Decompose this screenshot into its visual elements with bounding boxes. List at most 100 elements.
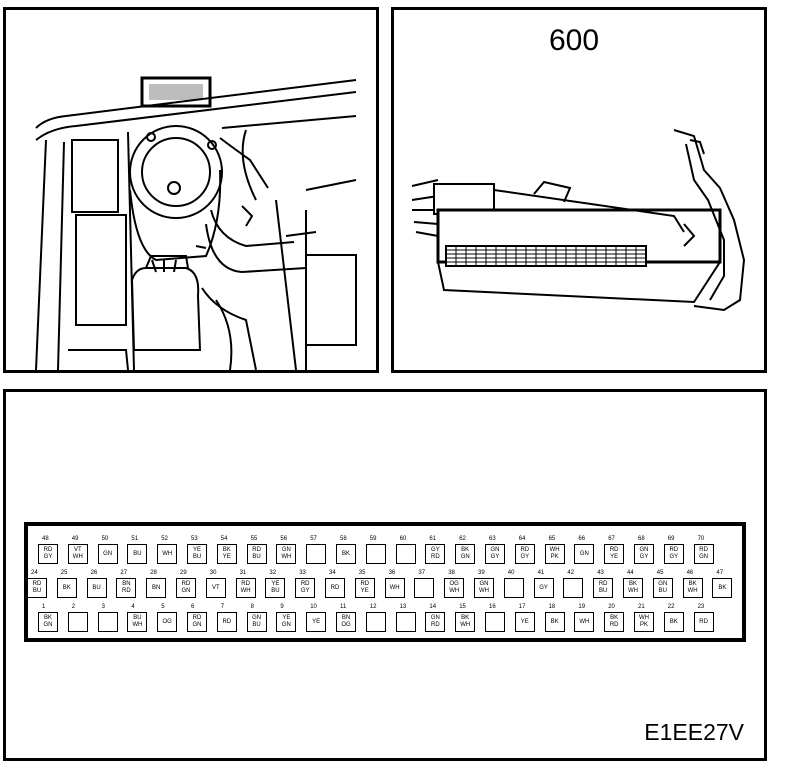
pin-19: WH xyxy=(574,612,595,632)
pin-35: RD YE xyxy=(354,578,375,598)
pin-number: 63 xyxy=(489,536,496,542)
pin-44: BK WH xyxy=(623,578,643,598)
pin-number: 30 xyxy=(209,570,217,576)
pin-7: RD xyxy=(216,612,237,632)
pin-65: WH PK xyxy=(544,544,565,564)
pin-number: 17 xyxy=(518,604,526,610)
pin-32: YE BU xyxy=(265,578,286,598)
pin-number: 69 xyxy=(667,536,675,542)
pin-55: RD BU xyxy=(246,544,267,564)
pin-45: GN BU xyxy=(652,578,673,598)
pin-61: GY RD xyxy=(425,544,446,564)
pin-58: BK xyxy=(336,544,356,564)
pin-60 xyxy=(395,544,416,564)
pin-number: 32 xyxy=(269,570,277,576)
pin-9: YE GN xyxy=(276,612,297,632)
pin-17: YE xyxy=(514,612,535,632)
pin-21: WH PK xyxy=(634,612,654,632)
pin-5: OG xyxy=(157,612,178,632)
connector-frame xyxy=(24,522,746,642)
pin-number: 24 xyxy=(31,570,38,576)
pin-number: 67 xyxy=(608,536,615,542)
pin-number: 41 xyxy=(537,570,545,576)
pin-number: 29 xyxy=(180,570,187,576)
pin-number: 40 xyxy=(507,570,515,576)
pin-25: BK xyxy=(56,578,77,598)
pin-number: 10 xyxy=(310,604,317,610)
pin-number: 23 xyxy=(697,604,705,610)
pin-22: BK xyxy=(663,612,684,632)
pin-12 xyxy=(365,612,386,632)
ecu-connector-drawing xyxy=(411,129,746,312)
pin-51: BU xyxy=(127,544,148,564)
pin-11: BN OG xyxy=(336,612,356,632)
pin-69: RD GY xyxy=(663,544,684,564)
pin-number: 49 xyxy=(71,536,79,542)
pin-number: 25 xyxy=(60,570,68,576)
pin-59 xyxy=(365,544,386,564)
pin-number: 4 xyxy=(131,604,135,610)
pin-43: RD BU xyxy=(593,578,614,598)
pin-8: GN BU xyxy=(246,612,267,632)
pin-39: GN WH xyxy=(474,578,494,598)
pin-64: RD GY xyxy=(514,544,535,564)
pin-number: 39 xyxy=(478,570,485,576)
pin-number: 55 xyxy=(250,536,258,542)
pin-number: 5 xyxy=(161,604,165,610)
pin-number: 64 xyxy=(518,536,526,542)
pin-66: GN xyxy=(574,544,595,564)
pin-number: 46 xyxy=(686,570,694,576)
pin-number: 56 xyxy=(280,536,288,542)
engine-bay-panel xyxy=(3,7,379,373)
pin-number: 21 xyxy=(638,604,645,610)
pin-27: BN RD xyxy=(116,578,137,598)
pin-number: 70 xyxy=(697,536,705,542)
pin-62: BK GN xyxy=(455,544,476,564)
pin-number: 14 xyxy=(429,604,437,610)
pin-70: RD GN xyxy=(693,544,714,564)
pin-number: 68 xyxy=(638,536,645,542)
pin-36: WH xyxy=(384,578,405,598)
pin-46: BK WH xyxy=(682,578,703,598)
pin-41: GY xyxy=(533,578,554,598)
pin-number: 15 xyxy=(459,604,466,610)
pin-49: VT WH xyxy=(67,544,88,564)
pin-33: RD GY xyxy=(295,578,316,598)
pin-number: 26 xyxy=(90,570,98,576)
pin-number: 37 xyxy=(418,570,426,576)
pin-20: BK RD xyxy=(604,612,625,632)
pin-15: BK WH xyxy=(455,612,476,632)
pin-18: BK xyxy=(544,612,565,632)
pin-number: 22 xyxy=(667,604,675,610)
pin-number: 34 xyxy=(329,570,336,576)
pin-number: 45 xyxy=(656,570,664,576)
pin-57 xyxy=(306,544,327,564)
pin-48: RD GY xyxy=(38,544,58,564)
pin-number: 66 xyxy=(578,536,586,542)
pin-number: 42 xyxy=(567,570,575,576)
pin-number: 62 xyxy=(459,536,466,542)
pin-number: 16 xyxy=(489,604,496,610)
pin-number: 33 xyxy=(299,570,306,576)
pin-52: WH xyxy=(157,544,178,564)
pin-number: 7 xyxy=(220,604,225,610)
pin-number: 44 xyxy=(627,570,634,576)
pin-number: 52 xyxy=(161,536,168,542)
pin-number: 19 xyxy=(578,604,586,610)
pin-number: 31 xyxy=(239,570,247,576)
pin-number: 35 xyxy=(358,570,366,576)
pin-53: YE BU xyxy=(187,544,207,564)
pin-number: 61 xyxy=(429,536,437,542)
pin-30: VT xyxy=(205,578,226,598)
pin-number: 47 xyxy=(716,570,724,576)
pin-24: RD BU xyxy=(27,578,47,598)
ecu-panel: 600 xyxy=(391,7,767,373)
pin-number: 20 xyxy=(608,604,615,610)
pin-number: 12 xyxy=(369,604,377,610)
pin-40 xyxy=(503,578,524,598)
pin-number: 51 xyxy=(131,536,139,542)
pin-68: GN GY xyxy=(634,544,654,564)
pin-number: 54 xyxy=(220,536,228,542)
